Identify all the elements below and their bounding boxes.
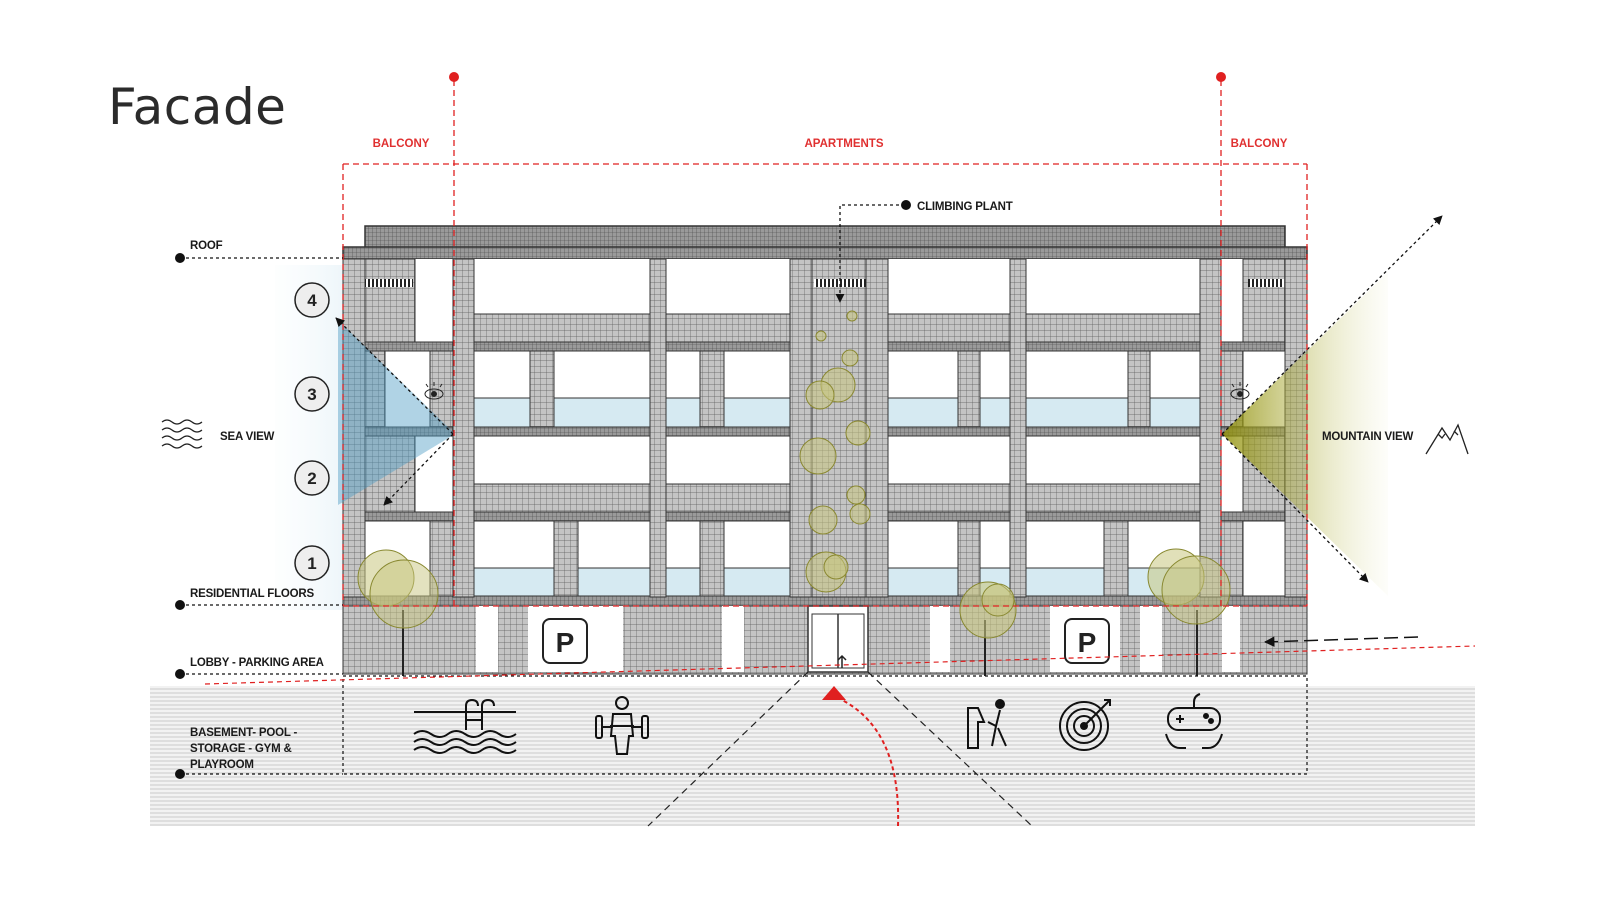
lobby-level-marker bbox=[175, 669, 185, 679]
entrance-arrow-icon bbox=[837, 654, 847, 668]
level-label-residential: RESIDENTIAL FLOORS bbox=[190, 588, 315, 600]
parking-sign-left: P bbox=[542, 618, 588, 664]
mountain-view-arrow-down bbox=[1221, 433, 1369, 583]
level-label-lobby: LOBBY - PARKING AREA bbox=[190, 657, 324, 669]
entry-path-arrow bbox=[841, 699, 900, 827]
mountain-view-beam bbox=[1222, 272, 1388, 596]
grid-marker-left bbox=[449, 72, 459, 82]
svg-text:2: 2 bbox=[307, 469, 316, 488]
grid-marker-right bbox=[1216, 72, 1226, 82]
eye-icon-left bbox=[424, 382, 444, 400]
basement-level-marker bbox=[175, 769, 185, 779]
gym-icon bbox=[595, 696, 649, 755]
ground-hatch bbox=[150, 686, 1475, 826]
mountain-icon bbox=[1425, 423, 1469, 455]
eye-icon-right bbox=[1230, 382, 1250, 400]
roof-parapet bbox=[364, 225, 1286, 249]
level-label-basement-2: STORAGE - GYM & bbox=[190, 743, 292, 755]
gamepad-icon bbox=[1165, 693, 1223, 749]
climbing-plant-callout: CLIMBING PLANT bbox=[835, 200, 1013, 303]
tree-right bbox=[1147, 548, 1231, 676]
tree-center-right bbox=[959, 581, 1017, 676]
level-label-roof: ROOF bbox=[190, 240, 223, 252]
floor-number-3: 3 bbox=[294, 376, 330, 412]
sea-view-label: SEA VIEW bbox=[220, 431, 275, 443]
residential-floors bbox=[342, 258, 1308, 607]
mountain-view-label: MOUNTAIN VIEW bbox=[1322, 431, 1413, 443]
roof-level-marker bbox=[175, 253, 185, 263]
svg-text:P: P bbox=[1078, 627, 1097, 658]
zone-label-left-balcony: BALCONY bbox=[373, 138, 430, 150]
svg-text:4: 4 bbox=[307, 291, 317, 310]
residential-level-marker bbox=[175, 600, 185, 610]
level-label-basement-3: PLAYROOM bbox=[190, 759, 254, 771]
svg-text:3: 3 bbox=[307, 385, 316, 404]
sea-view-beam bbox=[338, 320, 455, 505]
entry-arrowhead bbox=[822, 686, 846, 700]
waves-icon bbox=[161, 419, 203, 449]
mountain-view-arrow-up bbox=[1221, 215, 1443, 435]
floor-number-1: 1 bbox=[294, 545, 330, 581]
zone-outline bbox=[342, 80, 1308, 607]
target-icon bbox=[1059, 699, 1111, 751]
ground-datum-line bbox=[204, 645, 1476, 685]
sea-view-arrow-down bbox=[383, 433, 454, 506]
entry-sightlines bbox=[647, 671, 1033, 827]
floor-number-2: 2 bbox=[294, 460, 330, 496]
svg-text:1: 1 bbox=[307, 554, 316, 573]
lobby-parking-level bbox=[342, 605, 1308, 675]
basement-outline bbox=[342, 675, 1308, 775]
page-title: Facade bbox=[108, 78, 287, 136]
zone-label-apartments: APARTMENTS bbox=[804, 138, 883, 150]
pool-icon bbox=[413, 698, 517, 754]
level-label-basement-1: BASEMENT- POOL - bbox=[190, 727, 297, 739]
arcade-icon bbox=[967, 699, 1007, 749]
zone-label-right-balcony: BALCONY bbox=[1231, 138, 1288, 150]
svg-text:P: P bbox=[556, 627, 575, 658]
tree-left bbox=[357, 549, 439, 676]
svg-text:CLIMBING PLANT: CLIMBING PLANT bbox=[917, 201, 1013, 213]
floor-number-4: 4 bbox=[294, 282, 330, 318]
climbing-plant-foliage bbox=[799, 310, 871, 593]
roof-slab bbox=[342, 246, 1308, 260]
vehicle-access-arrow bbox=[1263, 636, 1419, 647]
parking-sign-right: P bbox=[1064, 618, 1110, 664]
